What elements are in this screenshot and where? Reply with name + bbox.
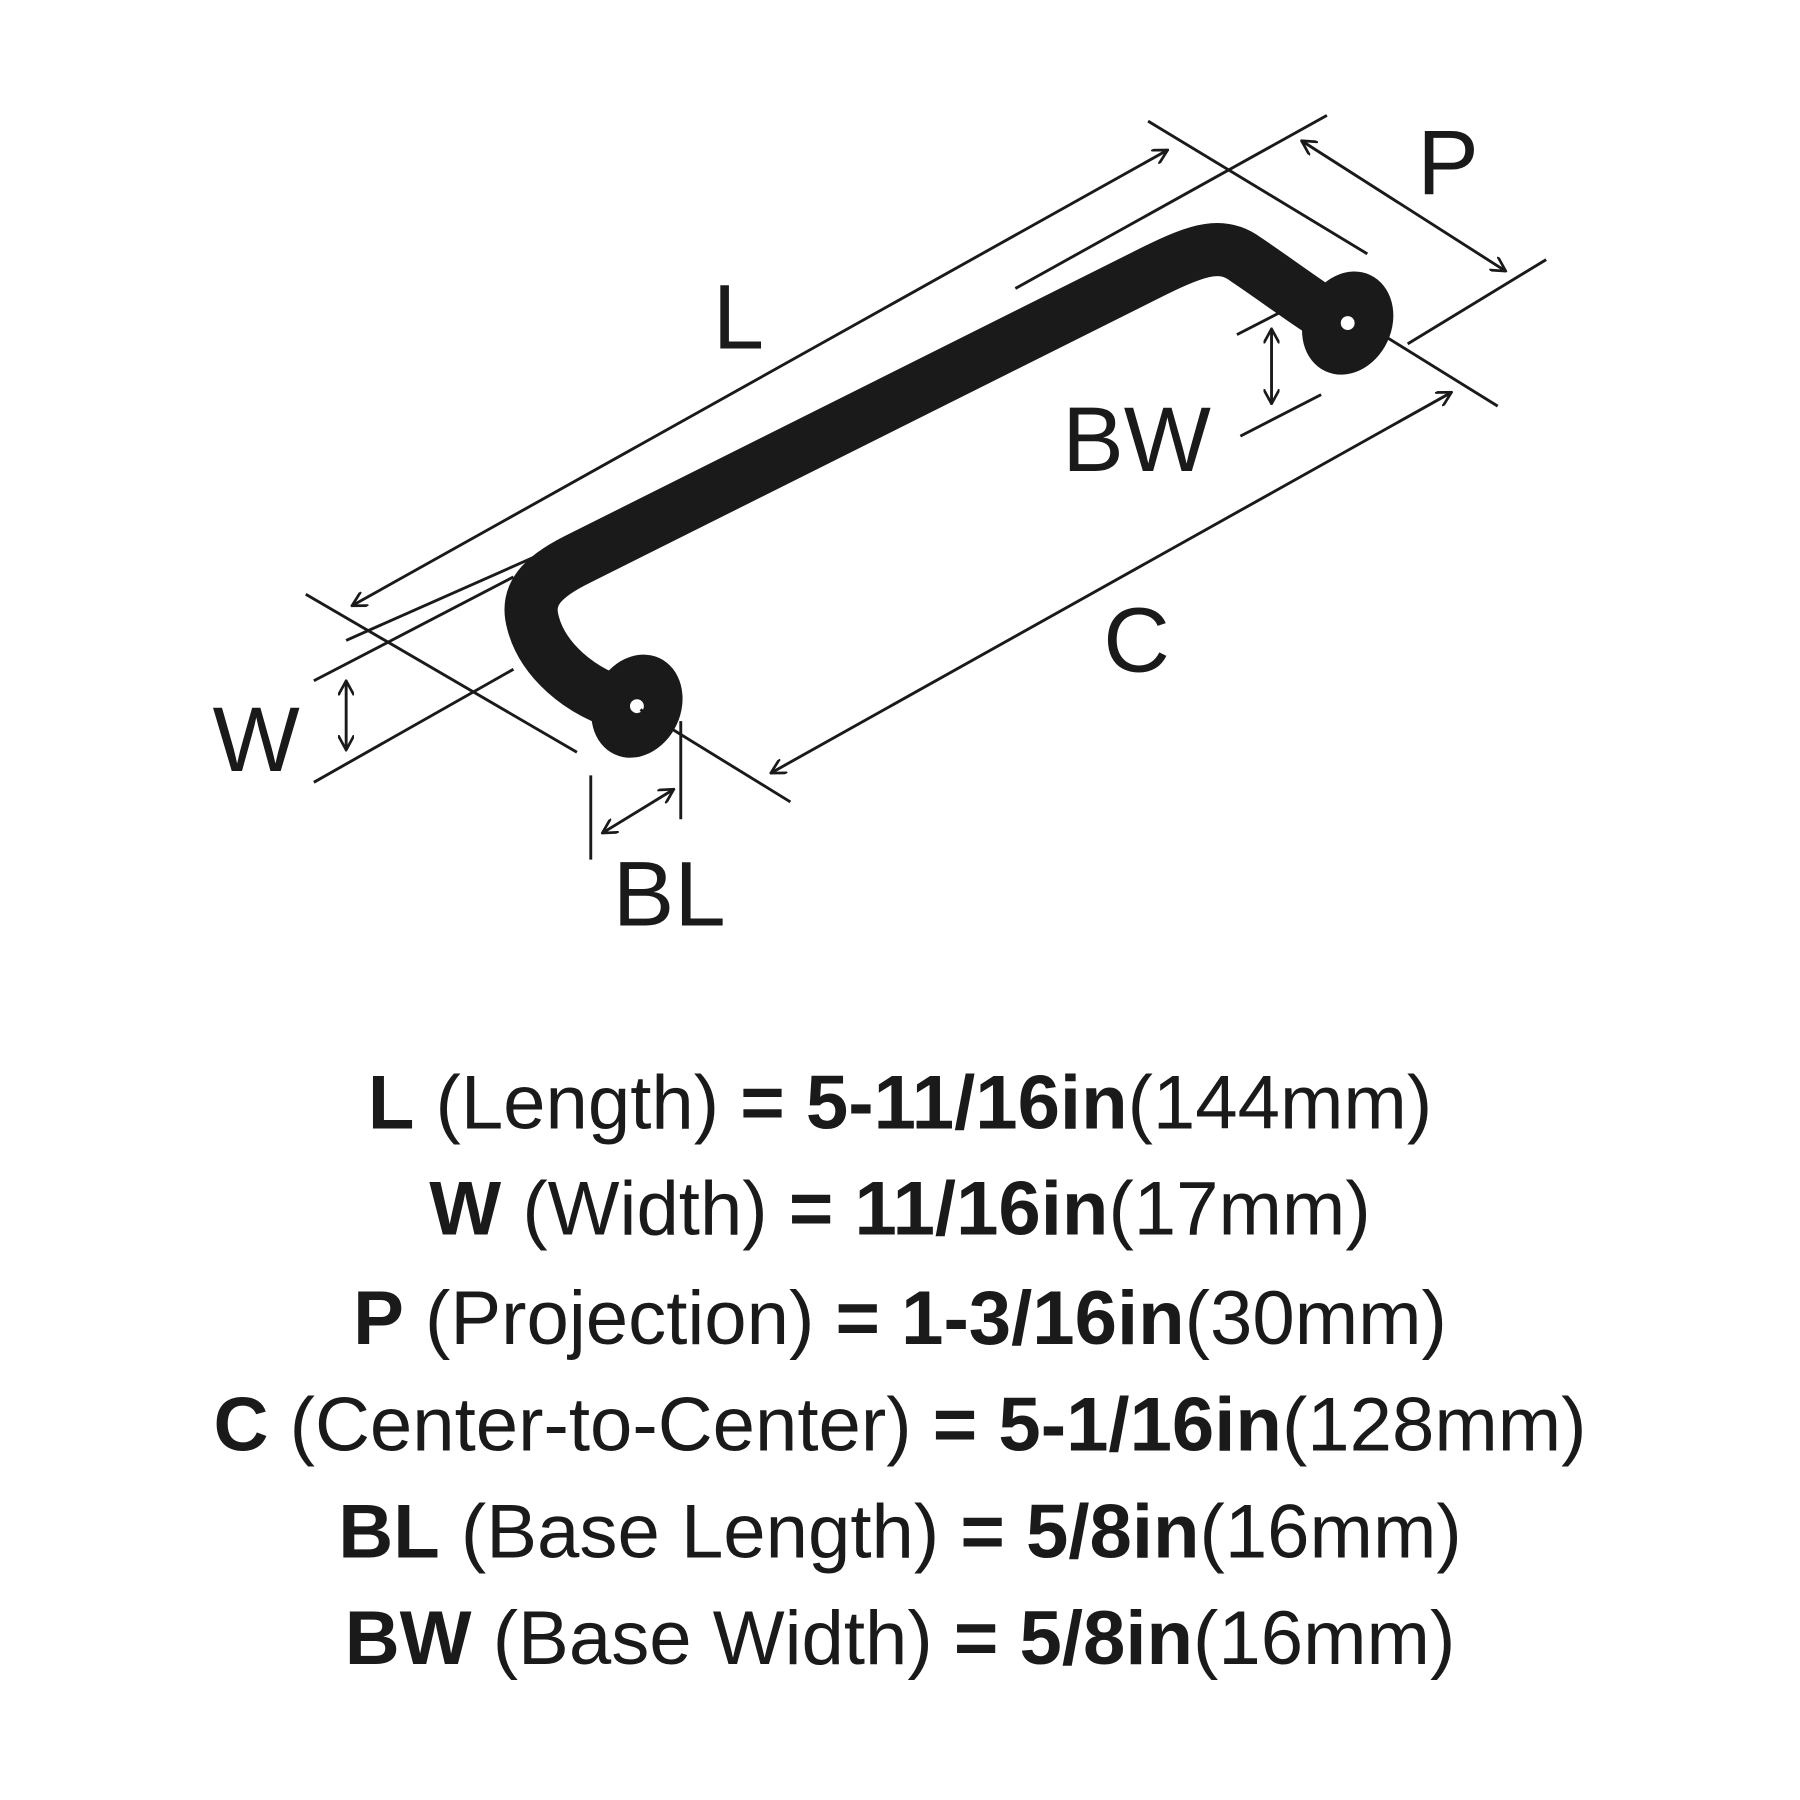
label-L: L [713, 264, 764, 368]
spec-line: L (Length) = 5-11/16in(144mm) [368, 1060, 1432, 1145]
label-W: W [213, 687, 300, 791]
spec-line: W (Width) = 11/16in(17mm) [429, 1167, 1370, 1252]
spec-list: L (Length) = 5-11/16in(144mm) W (Width) … [213, 1060, 1586, 1680]
label-C: C [1103, 588, 1170, 692]
spec-line: C (Center-to-Center) = 5-1/16in(128mm) [213, 1382, 1586, 1467]
cabinet-pull-handle [504, 223, 1394, 758]
spec-line: BW (Base Width) = 5/8in(16mm) [345, 1596, 1456, 1681]
label-BW: BW [1062, 387, 1211, 491]
label-P: P [1417, 110, 1479, 214]
label-BL: BL [613, 841, 726, 945]
dimension-lines [305, 114, 1547, 860]
spec-line: P (Projection) = 1-3/16in(30mm) [353, 1276, 1447, 1361]
spec-line: BL (Base Length) = 5/8in(16mm) [338, 1490, 1462, 1575]
